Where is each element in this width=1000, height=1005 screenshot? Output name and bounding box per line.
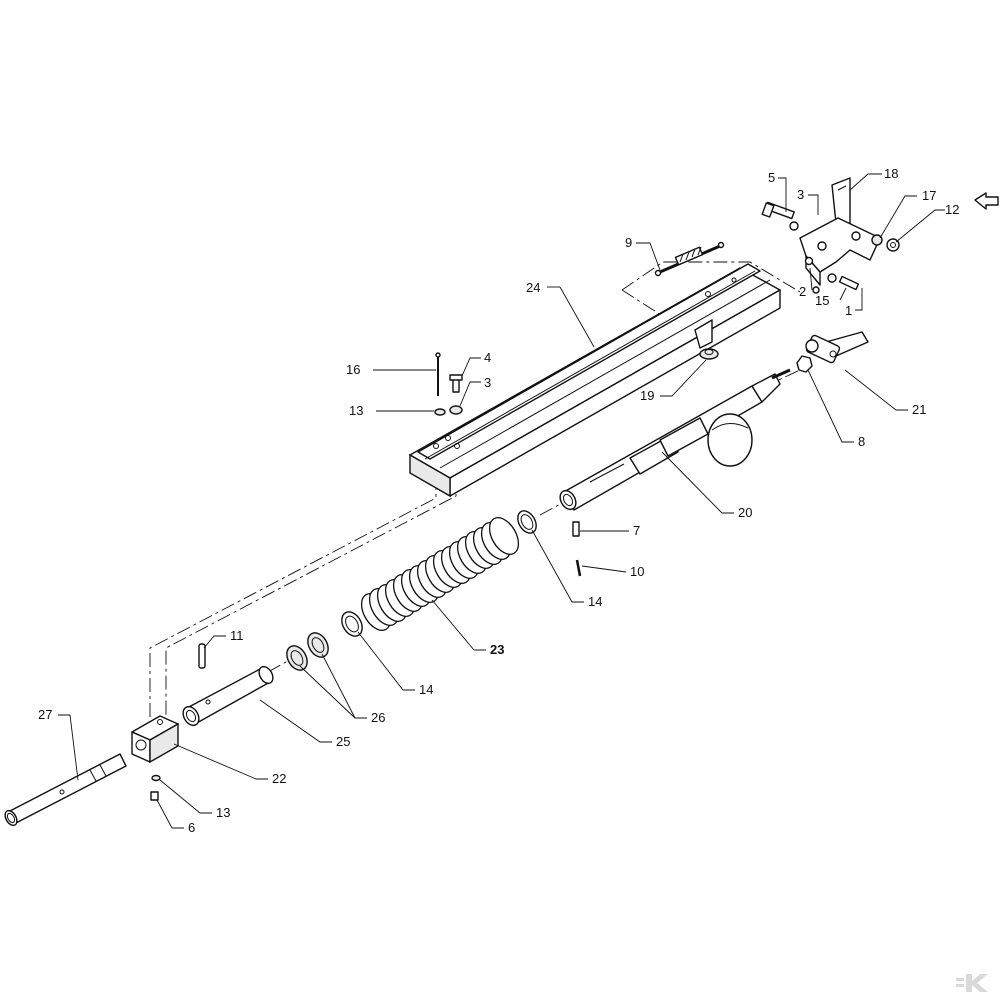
label-19: 19 [640, 388, 654, 403]
label-5: 5 [768, 170, 775, 185]
label-14-lower: 14 [419, 682, 433, 697]
part-number-labels: 5 3 18 17 12 9 2 15 1 24 16 4 3 13 19 21… [38, 166, 959, 835]
bolt-16-head [435, 352, 441, 358]
label-10: 10 [630, 564, 644, 579]
label-3-top: 3 [797, 187, 804, 202]
label-17: 17 [922, 188, 936, 203]
label-22: 22 [272, 771, 286, 786]
nut-2-part [804, 256, 814, 266]
label-4: 4 [484, 350, 491, 365]
label-8: 8 [858, 434, 865, 449]
washer-13-upper-part [434, 408, 446, 416]
bearing-26-right-part [307, 632, 329, 658]
washer-3-left-part [449, 405, 463, 415]
tube-25-part [182, 665, 274, 727]
coil-spring-part [360, 517, 520, 631]
label-13-lower: 13 [216, 805, 230, 820]
k-logo-icon [956, 974, 988, 992]
label-2: 2 [799, 284, 806, 299]
screw-6-part [150, 791, 159, 801]
label-20: 20 [738, 505, 752, 520]
label-9: 9 [625, 235, 632, 250]
bearing-26-left-part [286, 645, 308, 671]
label-11: 11 [230, 628, 244, 643]
label-23: 23 [490, 642, 504, 657]
label-27: 27 [38, 707, 52, 722]
washer-3-top-part [789, 221, 799, 231]
label-15: 15 [815, 293, 829, 308]
label-24: 24 [526, 280, 540, 295]
label-21: 21 [912, 402, 926, 417]
label-13-upper: 13 [349, 403, 363, 418]
fork-head-part [805, 331, 869, 364]
label-3-left: 3 [484, 375, 491, 390]
leader-lines [58, 173, 945, 829]
tension-spring-part [654, 241, 725, 277]
label-18: 18 [884, 166, 898, 181]
shaft-with-ball-part [559, 368, 791, 511]
bolt-5-part [761, 201, 795, 220]
arrow-pointing-left-icon [974, 192, 999, 210]
pin-11-part [198, 643, 206, 669]
washer-17-part [871, 234, 883, 246]
pin-7-part [572, 521, 580, 537]
shaft-27-part [4, 753, 127, 827]
pin-10-part [575, 559, 582, 577]
ring-14-lower-part [341, 611, 363, 637]
bolt-4-part [449, 374, 463, 393]
washer-13-lower-part [151, 774, 161, 782]
label-6: 6 [188, 820, 195, 835]
label-12: 12 [945, 202, 959, 217]
label-16: 16 [346, 362, 360, 377]
label-14-upper: 14 [588, 594, 602, 609]
nut-8-part [796, 355, 813, 373]
washer-19-part [699, 348, 719, 360]
channel-beam-part [409, 263, 781, 498]
bolt-15-part [838, 275, 860, 291]
label-26: 26 [371, 710, 385, 725]
square-block-part [131, 715, 179, 764]
ring-14-upper-part [517, 510, 537, 534]
label-1: 1 [845, 303, 852, 318]
label-25: 25 [336, 734, 350, 749]
label-7: 7 [633, 523, 640, 538]
